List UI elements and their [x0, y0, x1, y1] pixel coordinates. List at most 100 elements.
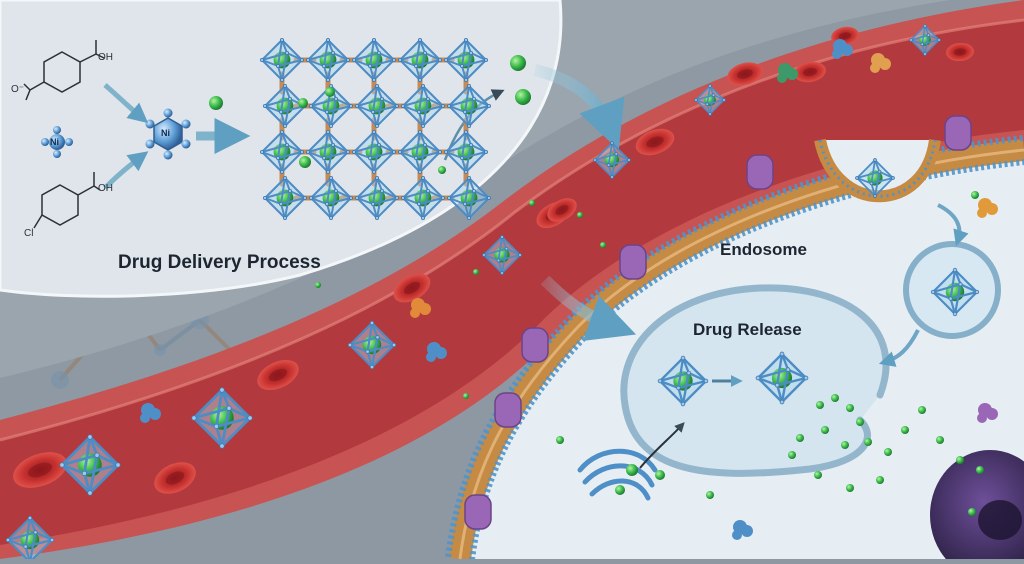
drug-particle	[600, 242, 606, 248]
nickel-ion-label: Ni	[50, 137, 59, 147]
framework-node	[443, 129, 488, 174]
drug-carrier	[855, 158, 895, 198]
framework-node	[397, 38, 442, 83]
protein-blob	[832, 39, 853, 59]
protein-blob	[732, 520, 753, 540]
drug-carrier	[909, 24, 941, 56]
drug-particle	[298, 98, 308, 108]
framework-node	[446, 175, 491, 220]
drug-particle	[529, 200, 535, 206]
drug-particle	[473, 269, 479, 275]
network-node	[154, 344, 166, 356]
protein-blob	[870, 53, 891, 73]
transport-arrows	[533, 64, 969, 469]
drug-particle	[864, 438, 872, 446]
drug-particle	[956, 456, 964, 464]
framework-node	[400, 175, 445, 220]
membrane-protein	[521, 327, 549, 363]
framework-node	[305, 129, 350, 174]
red-blood-cell	[154, 462, 196, 494]
protein-blob	[426, 342, 447, 362]
framework-node	[351, 129, 396, 174]
framework-node	[262, 175, 307, 220]
red-blood-cells	[13, 26, 974, 494]
framework-node	[259, 129, 304, 174]
protein-blob	[977, 403, 998, 423]
drug-carrier	[593, 141, 631, 179]
drug-carrier	[755, 351, 809, 405]
framework-node	[351, 38, 396, 83]
golgi-apparatus	[577, 448, 658, 501]
protein-blob	[140, 403, 161, 423]
red-blood-cell	[635, 128, 675, 156]
framework-node	[446, 84, 491, 129]
framework-node	[308, 175, 353, 220]
drug-particle	[841, 441, 849, 449]
drug-particle	[814, 471, 822, 479]
diagram-title: Drug Delivery Process	[118, 252, 321, 273]
nickel-ion-node	[41, 126, 73, 158]
framework-node	[354, 84, 399, 129]
drug-particle	[515, 89, 531, 105]
network-node	[51, 371, 69, 389]
drug-particle	[846, 404, 854, 412]
drug-particle	[936, 436, 944, 444]
drug-particle	[831, 394, 839, 402]
drug-particle	[971, 191, 979, 199]
drug-particle	[706, 491, 714, 499]
drug-particle	[655, 470, 665, 480]
drug-particle	[463, 393, 469, 399]
drug-particle	[315, 282, 321, 288]
drug-particle	[577, 212, 583, 218]
terephthalate-molecule	[23, 40, 105, 101]
drug-particle	[821, 426, 829, 434]
drug-carrier	[930, 267, 980, 317]
framework-node	[259, 38, 304, 83]
drug-particle	[976, 466, 984, 474]
endosome-label: Endosome	[720, 240, 807, 259]
protein-blob	[977, 198, 998, 218]
drug-particle	[856, 418, 864, 426]
framework-node	[443, 38, 488, 83]
vessel-highlight	[0, 18, 1024, 442]
framework-node	[354, 175, 399, 220]
membrane-protein	[464, 494, 492, 530]
drug-particles	[209, 55, 984, 516]
membrane-protein	[494, 392, 522, 428]
chlorine-label: Cl	[24, 228, 34, 239]
drug-particle	[325, 87, 335, 97]
membrane-protein	[746, 154, 774, 190]
drug-particle	[438, 166, 446, 174]
mof-framework-lattice	[259, 38, 491, 220]
red-blood-cell	[393, 273, 431, 303]
drug-carrier	[694, 84, 726, 116]
drug-particle	[876, 476, 884, 484]
drug-particle	[209, 96, 223, 110]
blood-vessel-lumen	[0, 20, 1024, 545]
chloro-benzoate-molecule	[33, 172, 101, 229]
hydroxyl-label-top: OH	[98, 52, 113, 63]
nickel-cluster-node	[145, 108, 191, 160]
drug-particle	[556, 436, 564, 444]
nucleolus	[978, 500, 1022, 540]
drug-carrier	[5, 515, 55, 564]
drug-carriers	[5, 24, 980, 564]
red-blood-cell	[727, 62, 763, 86]
drug-particle	[299, 156, 311, 168]
protein-blob	[777, 63, 798, 83]
framework-node	[400, 84, 445, 129]
membrane-protein	[619, 244, 647, 280]
red-blood-cell	[13, 452, 67, 488]
drug-carrier	[191, 387, 253, 449]
drug-particle	[796, 434, 804, 442]
drug-particle	[918, 406, 926, 414]
drug-particle	[615, 485, 625, 495]
protein-blob	[410, 298, 431, 318]
red-blood-cell	[946, 42, 974, 62]
drug-particle	[788, 451, 796, 459]
drug-carrier	[657, 355, 709, 407]
red-blood-cell	[257, 359, 299, 391]
red-blood-cell	[547, 198, 577, 222]
framework-node	[305, 38, 350, 83]
